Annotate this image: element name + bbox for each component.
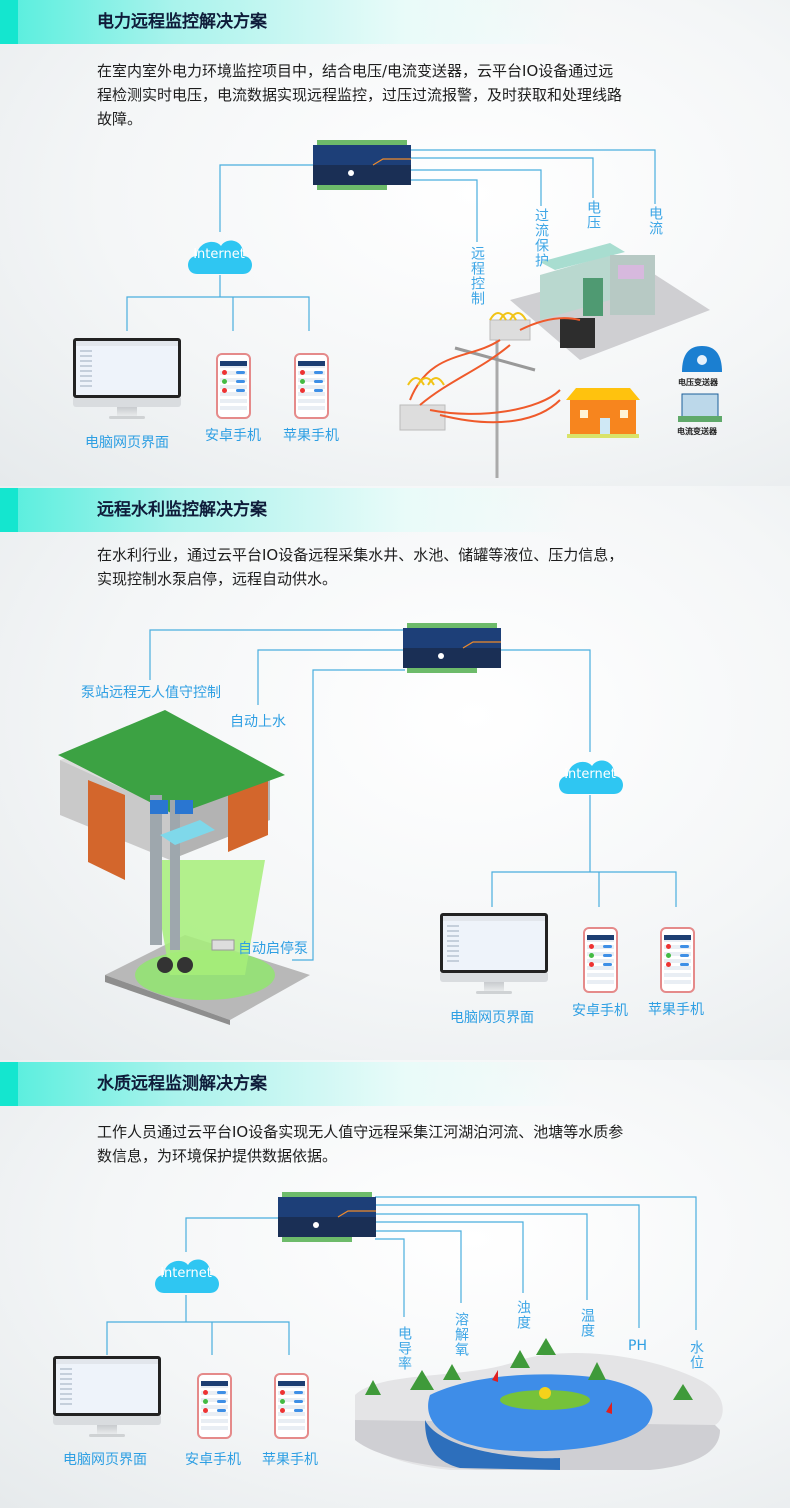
current-transmitter-icon [678,393,722,422]
android-phone-icon [197,1373,232,1439]
signal-label-conductivity: 电导率 [396,1326,412,1371]
description-line: 故障。 [97,110,143,128]
cloud-label: Internet [193,247,245,262]
io-device [278,1192,376,1242]
io-device [403,623,501,673]
signal-label-voltage: 电压 [585,200,601,230]
signal-label-temperature: 温度 [579,1308,595,1338]
signal-label-overcurrent: 过流保护 [533,208,549,268]
iphone-icon [274,1373,309,1439]
android-phone-icon [216,353,251,419]
description-line: 实现控制水泵启停，远程自动供水。 [97,570,338,588]
description-line: 在室内室外电力环境监控项目中，结合电压/电流变送器，云平台IO设备通过远 [97,62,614,80]
voltage-transmitter-icon [682,346,722,372]
client-label-android: 安卓手机 [572,1003,628,1019]
substation-illustration [399,243,710,478]
signal-label-pump-station: 泵站远程无人值守控制 [81,685,221,701]
client-label-android: 安卓手机 [205,428,261,444]
cloud-label: Internet [160,1266,212,1281]
internet-cloud: Internet [556,752,624,796]
section-title-power: 电力远程监控解决方案 [97,12,267,32]
internet-cloud: Internet [152,1251,220,1295]
signal-label-remote-control: 远程控制 [469,246,485,306]
cloud-icon [155,1259,219,1293]
signal-label-ph: PH [628,1338,647,1354]
desktop-monitor-icon [73,338,181,422]
section-title-water: 远程水利监控解决方案 [97,500,267,520]
section-description: 在水利行业，通过云平台IO设备远程采集水井、水池、储罐等液位、压力信息， 实现控… [97,543,737,591]
cloud-label: Internet [564,767,616,782]
sensor-label-voltage: 电压变送器 [678,378,718,387]
android-phone-icon [583,927,618,993]
pump-station-illustration [58,710,310,1025]
description-line: 程检测实时电压，电流数据实现远程监控，过压过流报警，及时获取和处理线路 [97,86,623,104]
sensor-label-current: 电流变送器 [677,427,717,436]
connector-lines [106,149,697,1355]
client-label-android: 安卓手机 [185,1452,241,1468]
signal-label-dissolved-oxygen: 溶解氧 [453,1312,469,1357]
internet-cloud: Internet [185,232,253,276]
signal-label-turbidity: 浊度 [515,1300,531,1330]
cloud-icon [188,240,252,274]
description-line: 数信息，为环境保护提供数据依据。 [97,1147,338,1165]
description-line: 工作人员通过云平台IO设备实现无人值守远程采集江河湖泊河流、池塘等水质参 [97,1123,624,1141]
section-description: 工作人员通过云平台IO设备实现无人值守远程采集江河湖泊河流、池塘等水质参 数信息… [97,1120,737,1168]
desktop-monitor-icon [53,1356,161,1440]
section-title-quality: 水质远程监测解决方案 [97,1074,267,1094]
section-header-band [0,488,580,532]
signal-label-auto-fill: 自动上水 [230,714,286,730]
signal-label-auto-pump: 自动启停泵 [238,941,308,957]
client-label-iphone: 苹果手机 [648,1002,704,1018]
section-description: 在室内室外电力环境监控项目中，结合电压/电流变送器，云平台IO设备通过远 程检测… [97,59,737,131]
io-device [313,140,411,190]
section-header-band [0,1062,580,1106]
iphone-icon [660,927,695,993]
client-label-iphone: 苹果手机 [283,428,339,444]
client-label-pc: 电脑网页界面 [85,435,169,451]
signal-label-current: 电流 [647,206,663,236]
client-label-pc: 电脑网页界面 [450,1010,534,1026]
client-label-iphone: 苹果手机 [262,1452,318,1468]
section-header-band [0,0,580,44]
lake-illustration [355,1338,723,1470]
cloud-icon [559,760,623,794]
signal-label-water-level: 水位 [688,1340,704,1370]
desktop-monitor-icon [440,913,548,997]
description-line: 在水利行业，通过云平台IO设备远程采集水井、水池、储罐等液位、压力信息， [97,546,624,564]
client-label-pc: 电脑网页界面 [63,1452,147,1468]
iphone-icon [294,353,329,419]
